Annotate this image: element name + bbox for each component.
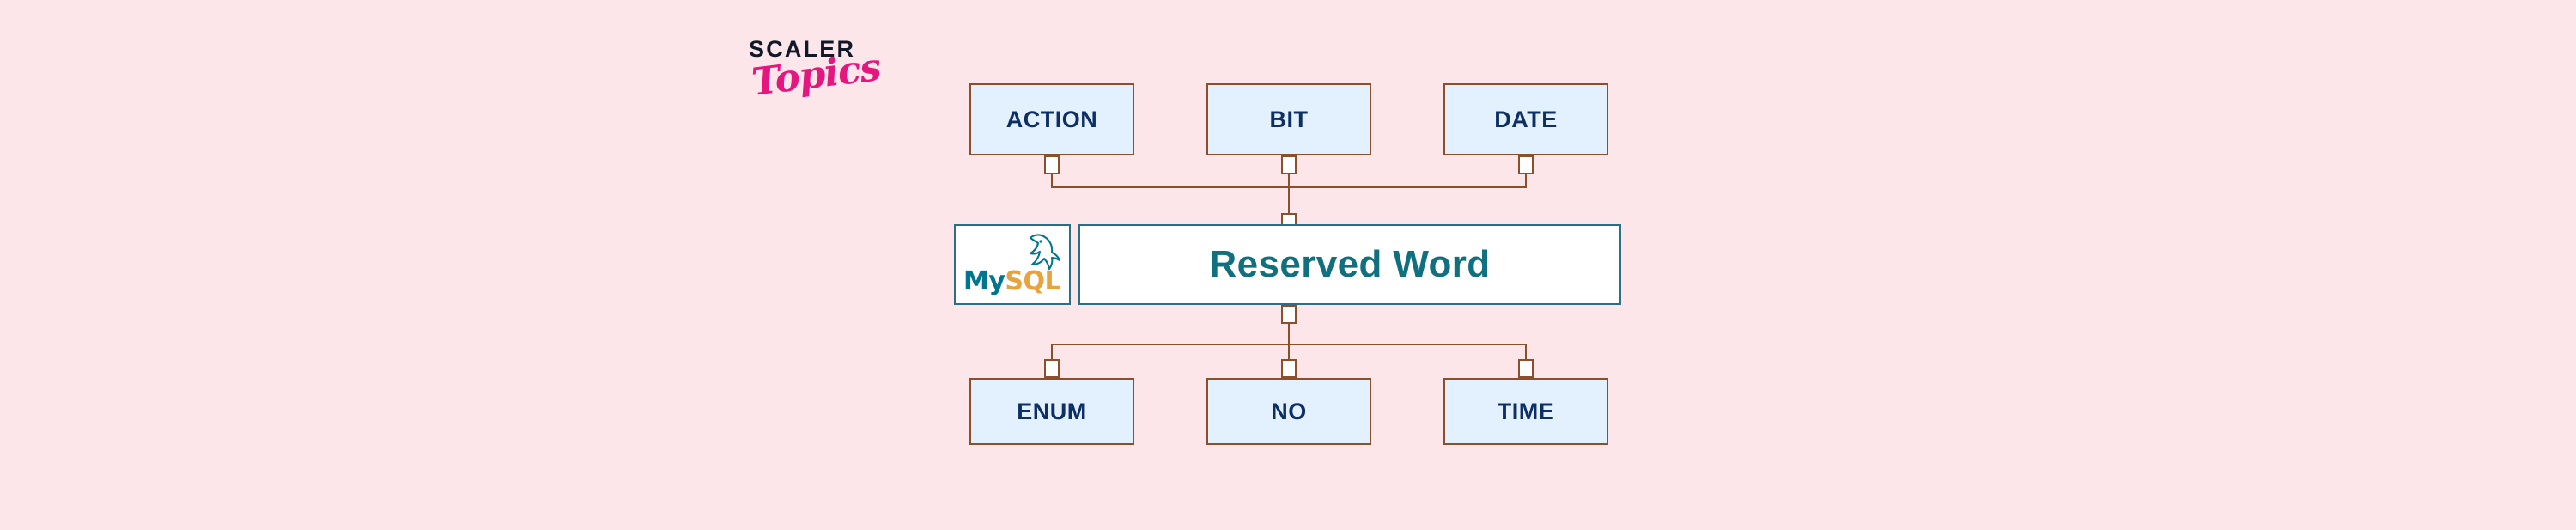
connector-line-enum-drop <box>1051 344 1053 359</box>
connector-square-bottom-center <box>1281 305 1297 324</box>
connector-line-bit-drop <box>1288 174 1290 188</box>
node-time-label: TIME <box>1497 398 1555 424</box>
connector-line-time-drop <box>1525 344 1527 359</box>
node-enum[interactable]: ENUM <box>969 378 1134 445</box>
mysql-wordmark-sql: SQL <box>1005 266 1061 296</box>
scaler-topics-logo: SCALER Topics <box>749 38 946 124</box>
connector-line-action-drop <box>1051 174 1053 188</box>
brand-name-scaler: SCALER <box>749 36 856 62</box>
node-bit-label: BIT <box>1269 106 1309 132</box>
connector-square-enum <box>1044 359 1060 378</box>
node-date-label: DATE <box>1494 106 1558 132</box>
mysql-wordmark: MySQL <box>963 266 1061 296</box>
node-action[interactable]: ACTION <box>969 83 1134 155</box>
mysql-icon: MySQL <box>962 233 1063 296</box>
connector-line-no-drop <box>1288 344 1290 359</box>
mysql-logo-box: MySQL <box>954 224 1071 305</box>
connector-square-time <box>1518 359 1534 378</box>
node-no-label: NO <box>1271 398 1307 424</box>
node-date[interactable]: DATE <box>1443 83 1608 155</box>
connector-square-action <box>1044 155 1060 174</box>
connector-square-bit <box>1281 155 1297 174</box>
mysql-dolphin-icon <box>1029 234 1061 271</box>
mysql-wordmark-my: My <box>963 266 1005 296</box>
node-action-label: ACTION <box>1005 106 1098 132</box>
node-bit[interactable]: BIT <box>1206 83 1371 155</box>
node-no[interactable]: NO <box>1206 378 1371 445</box>
reserved-word-box[interactable]: Reserved Word <box>1078 224 1621 305</box>
node-time[interactable]: TIME <box>1443 378 1608 445</box>
connector-square-no <box>1281 359 1297 378</box>
connector-line-top-center <box>1288 186 1290 214</box>
connector-line-bottom-center <box>1288 323 1290 345</box>
node-enum-label: ENUM <box>1017 398 1087 424</box>
connector-line-date-drop <box>1525 174 1527 188</box>
reserved-word-label: Reserved Word <box>1209 243 1491 285</box>
connector-square-date <box>1518 155 1534 174</box>
